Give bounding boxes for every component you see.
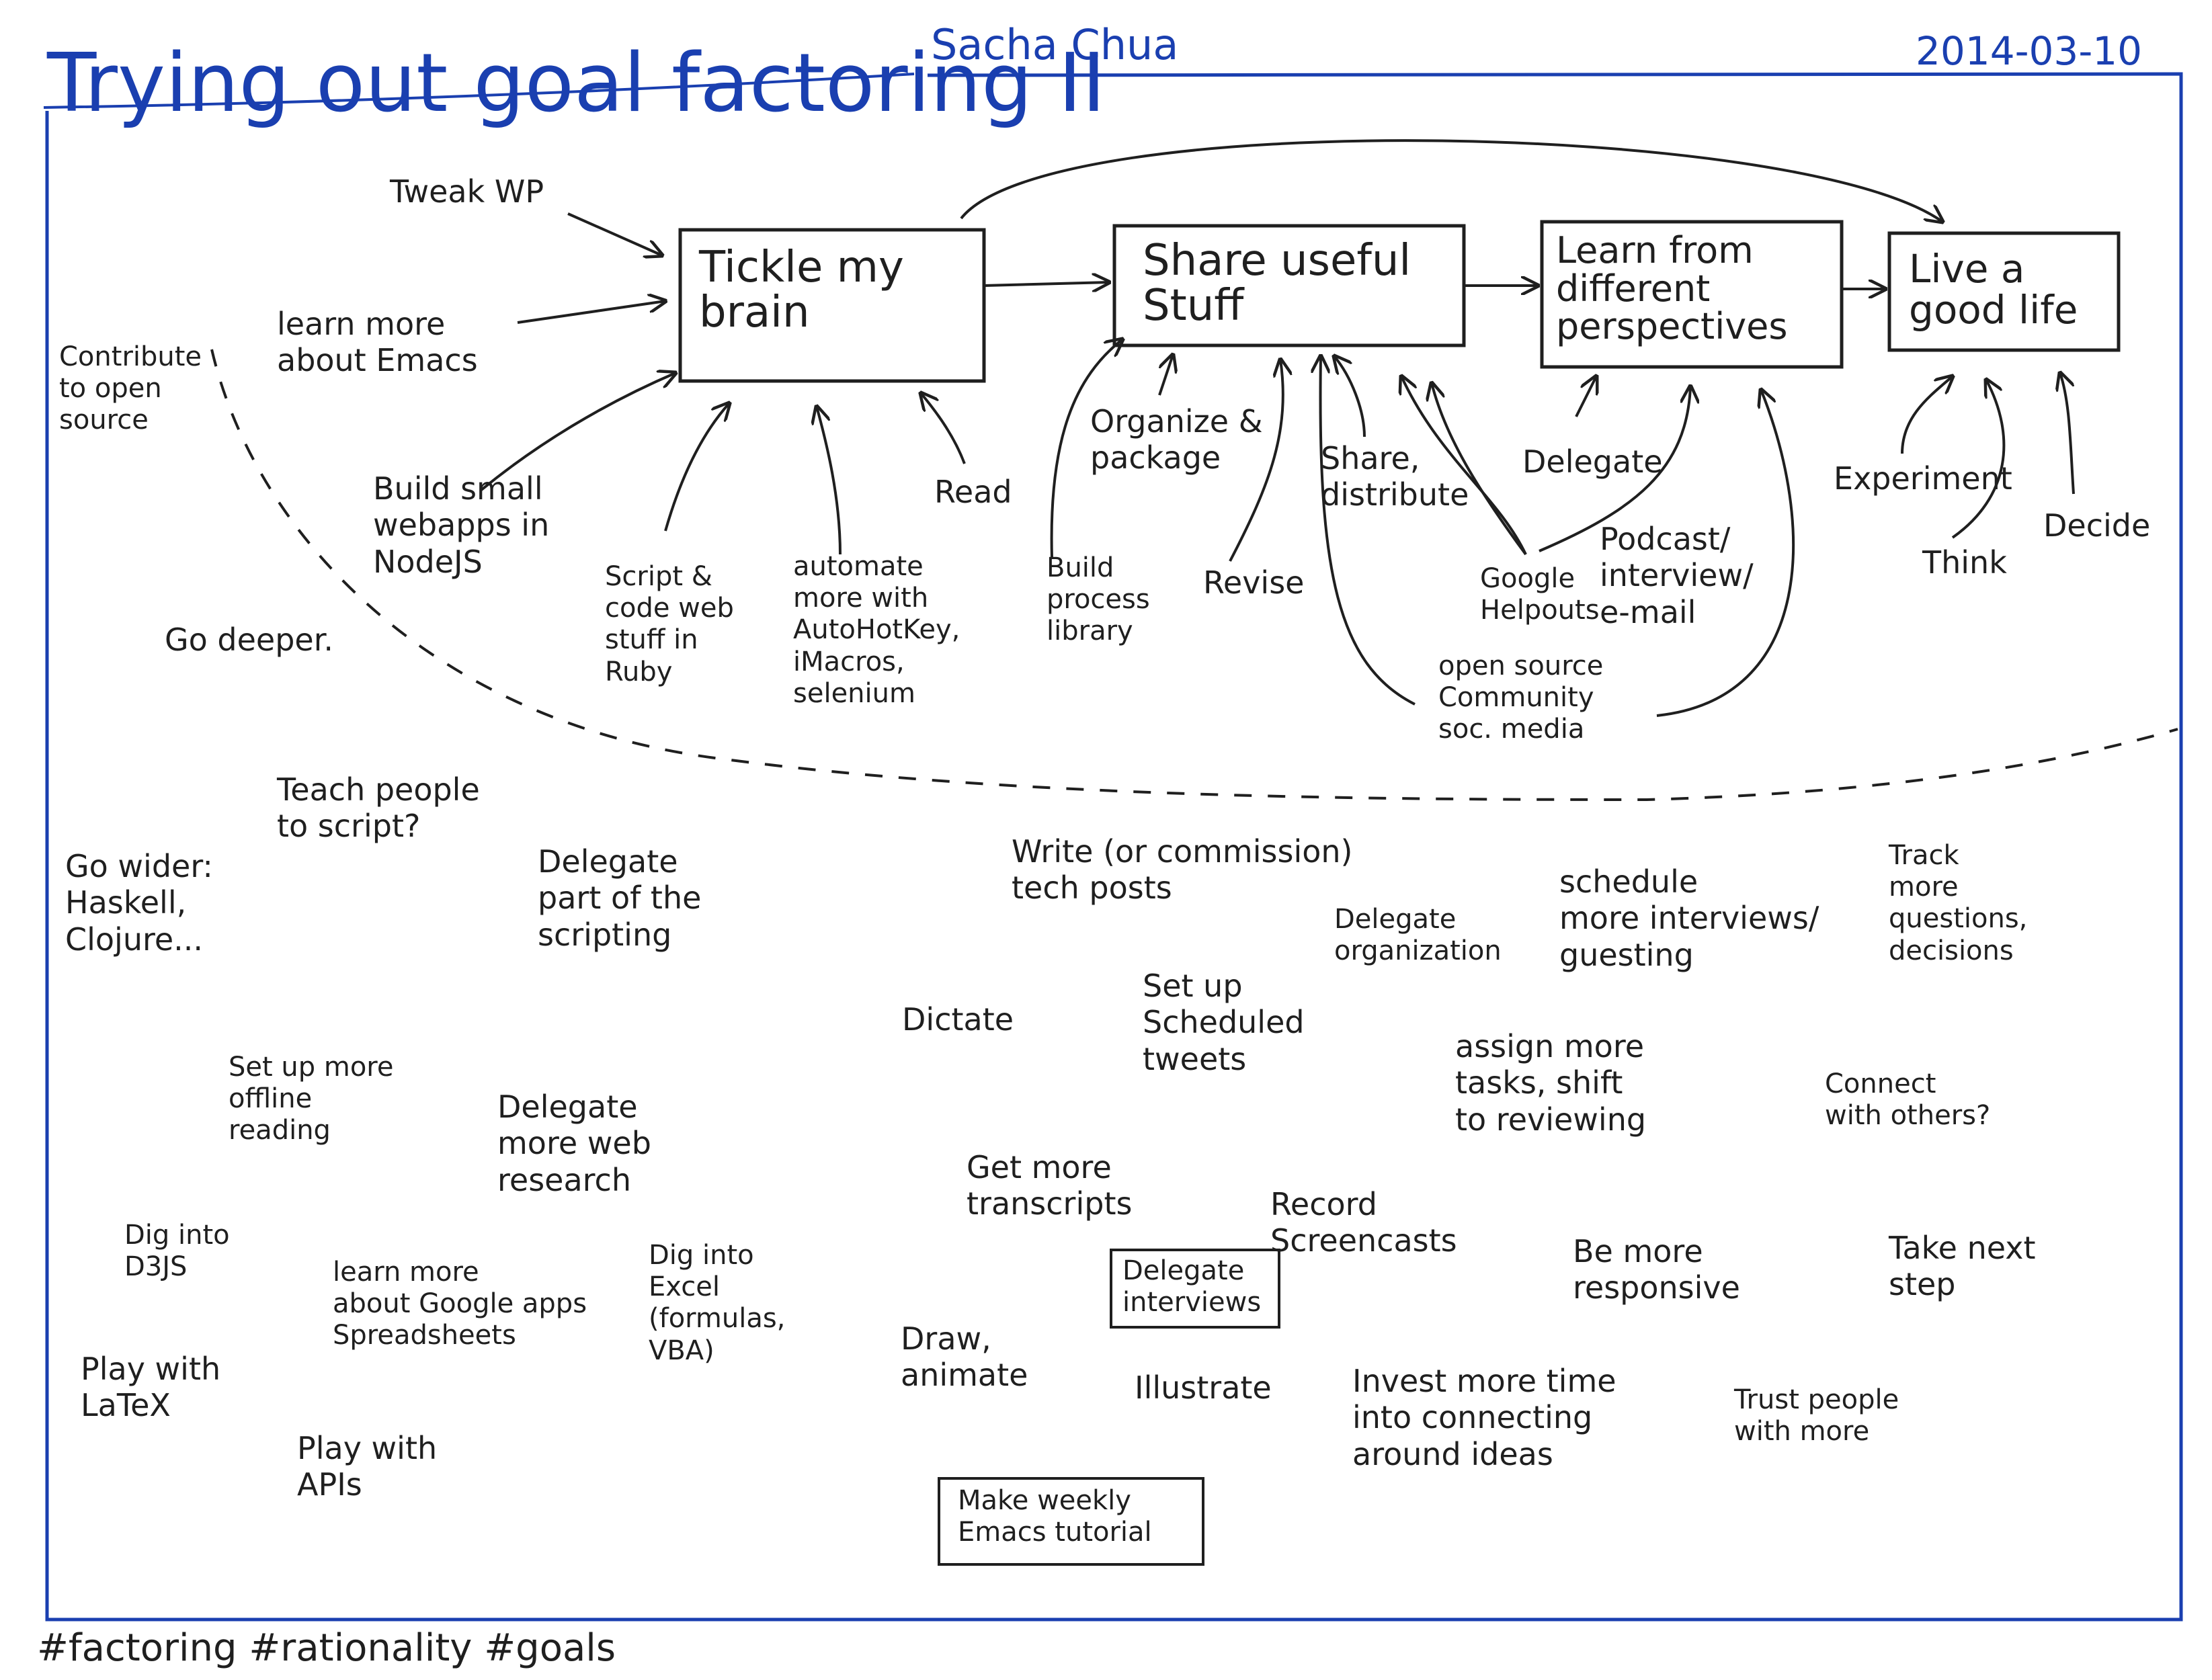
input-google-helpouts: Google Helpouts [1480,563,1600,626]
author-name: Sacha Chua [931,20,1179,69]
idea-take-next-step: Take next step [1889,1230,2036,1303]
arrow-helpouts-left [1401,376,1527,555]
goal-box-live [1887,231,2121,352]
idea-trust-people: Trust people with more [1734,1384,1899,1447]
idea-assign-tasks: assign more tasks, shift to reviewing [1455,1028,1647,1138]
input-organize-package: Organize & package [1090,403,1263,476]
input-think: Think [1922,544,2007,581]
input-read: Read [934,474,1012,510]
arrow-revise [1229,360,1283,562]
idea-weekly-emacs-tutorial: Make weekly Emacs tutorial [958,1485,1152,1548]
arrow-build-webapps [479,373,675,492]
goal-box-tickle [678,228,986,383]
idea-go-wider: Go wider: Haskell, Clojure... [65,848,213,958]
input-script-ruby: Script & code web stuff in Ruby [605,561,734,687]
arrow-tweak-wp [567,212,662,255]
arrow-organize [1158,355,1173,396]
arrow-community-share [1320,356,1416,706]
idea-be-responsive: Be more responsive [1573,1233,1740,1306]
page-title: Trying out goal factoring II [47,37,1106,130]
idea-teach-script: Teach people to script? [277,771,480,845]
input-experiment: Experiment [1834,460,2012,497]
idea-scheduled-tweets: Set up Scheduled tweets [1143,968,1305,1077]
idea-write-tech-posts: Write (or commission) tech posts [1012,833,1353,907]
idea-track-questions: Track more questions, decisions [1889,840,2028,966]
input-share-distribute: Share, distribute [1321,440,1469,513]
arrow-helpouts-mid [1432,383,1527,556]
title-underline [43,73,915,109]
box-emacs-tutorial [938,1477,1204,1566]
dashed-divider [210,349,2178,802]
idea-record-screencasts: Record Screencasts [1270,1186,1457,1259]
idea-delegate-web-research: Delegate more web research [497,1089,651,1198]
idea-offline-reading: Set up more offline reading [229,1052,394,1146]
input-learn-emacs: learn more about Emacs [277,306,478,379]
sketch-date: 2014-03-10 [1916,28,2143,74]
arrow-decide [2060,373,2075,495]
goal-share-useful-stuff: Share useful Stuff [1143,236,1411,331]
goal-box-learn [1540,220,1844,369]
input-go-deeper: Go deeper. [165,622,334,658]
idea-invest-time: Invest more time into connecting around … [1352,1363,1616,1472]
idea-draw-animate: Draw, animate [901,1320,1028,1394]
arrow-delegate [1575,376,1596,417]
arrow-tickle-live [960,139,1942,222]
input-open-source-community: open source Community soc. media [1438,650,1604,745]
arrow-read [921,393,966,464]
idea-play-apis: Play with APIs [297,1430,438,1503]
arrow-experiment [1901,376,1953,454]
goal-tickle-my-brain: Tickle my brain [699,243,904,338]
arrow-build-library [1050,339,1122,558]
idea-dig-excel: Dig into Excel (formulas, VBA) [649,1240,786,1366]
input-build-webapps: Build small webapps in NodeJS [373,470,550,580]
idea-connect-others: Connect with others? [1825,1068,1991,1132]
arrow-script-ruby [664,403,729,532]
arrow-helpouts-right [1539,386,1690,552]
idea-delegate-organization: Delegate organization [1334,904,1502,967]
input-contribute-open-source: Contribute to open source [59,341,202,436]
arrow-community-learn [1656,390,1795,717]
goal-learn-perspectives: Learn from different perspectives [1556,229,1788,348]
goal-live-good-life: Live a good life [1909,246,2078,333]
arrow-automate [817,407,842,555]
box-delegate-interviews [1110,1249,1280,1329]
page-border [45,72,2183,1622]
idea-schedule-interviews: schedule more interviews/ guesting [1559,864,1819,973]
input-build-process-library: Build process library [1047,552,1150,647]
idea-delegate-interviews: Delegate interviews [1122,1255,1262,1318]
idea-dig-d3js: Dig into D3JS [124,1220,230,1283]
input-delegate: Delegate [1522,444,1663,480]
idea-more-transcripts: Get more transcripts [967,1149,1133,1222]
idea-dictate: Dictate [902,1001,1014,1038]
input-tweak-wp: Tweak WP [390,173,544,210]
input-decide: Decide [2043,507,2151,544]
input-automate: automate more with AutoHotKey, iMacros, … [793,551,960,709]
idea-delegate-scripting: Delegate part of the scripting [538,843,702,953]
idea-illustrate: Illustrate [1135,1370,1272,1406]
arrow-tickle-share [983,282,1109,286]
input-podcast-interview: Podcast/ interview/ e-mail [1600,521,1754,630]
arrow-think [1951,380,2006,539]
arrow-learn-emacs [517,301,665,324]
arrow-distribute [1334,356,1366,437]
idea-play-latex: Play with LaTeX [81,1351,221,1424]
hashtags: #factoring #rationality #goals [37,1626,616,1670]
input-revise: Revise [1203,564,1305,601]
idea-google-apps-spreadsheets: learn more about Google apps Spreadsheet… [333,1257,587,1351]
